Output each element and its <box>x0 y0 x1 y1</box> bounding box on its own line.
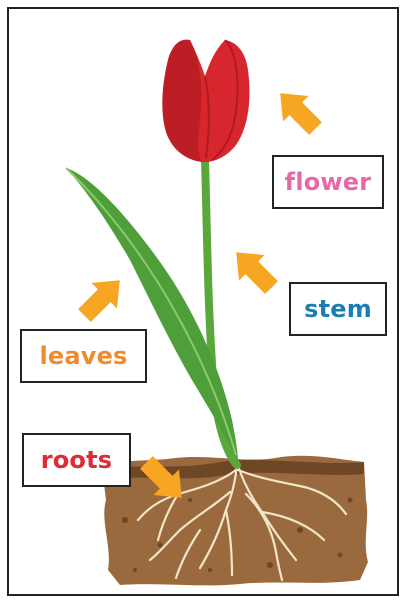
flower-label: flower <box>272 155 384 209</box>
roots-label: roots <box>22 433 131 487</box>
stem-arrow-icon <box>223 239 284 300</box>
stem-label: stem <box>289 282 387 336</box>
flower-label-text: flower <box>285 168 372 196</box>
flower-arrow-icon <box>267 80 328 141</box>
leaves-label: leaves <box>20 329 147 383</box>
roots-label-text: roots <box>41 446 113 474</box>
leaves-label-text: leaves <box>39 342 127 370</box>
stem-label-text: stem <box>304 295 372 323</box>
tulip-flower-icon <box>162 40 249 162</box>
leaves-arrow-icon <box>72 267 133 328</box>
